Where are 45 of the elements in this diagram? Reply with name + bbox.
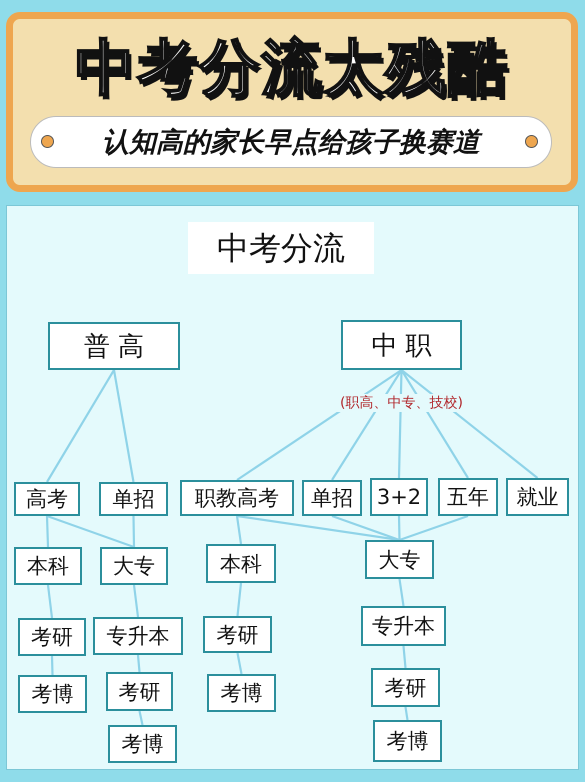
path-box: 专升本 — [93, 617, 183, 655]
connector-line — [112, 370, 135, 482]
path-box: 五年 — [438, 478, 498, 516]
connector-line — [132, 516, 136, 548]
path-box: 单招 — [99, 482, 168, 516]
connector-line — [332, 514, 400, 542]
connector-line — [136, 654, 141, 672]
category-box: 中 职 — [341, 320, 462, 370]
path-box: 考博 — [18, 675, 87, 713]
path-box: 职教高考 — [180, 480, 294, 516]
section-heading: 中考分流 — [188, 222, 374, 274]
connector-line — [404, 706, 409, 720]
connector-line — [398, 578, 405, 606]
path-box: 考研 — [106, 672, 173, 711]
path-box: 考博 — [373, 720, 442, 762]
path-box: 考研 — [18, 618, 86, 656]
connector-line — [402, 646, 407, 668]
path-box: 就业 — [506, 478, 569, 516]
path-box: 大专 — [365, 540, 434, 579]
connector-line — [46, 369, 115, 483]
path-box: 本科 — [206, 544, 276, 583]
connector-line — [236, 516, 242, 544]
connector-line — [132, 584, 140, 618]
connector-line — [46, 516, 50, 548]
path-box: 3+2 — [370, 478, 428, 516]
connector-line — [138, 710, 144, 726]
connector-line — [398, 516, 401, 540]
connector-line — [46, 514, 134, 548]
path-box: 考研 — [203, 616, 272, 653]
connector-line — [399, 514, 468, 542]
path-box: 专升本 — [361, 606, 446, 646]
category-box: 普 高 — [48, 322, 180, 370]
path-box: 考博 — [108, 725, 177, 763]
path-box: 大专 — [100, 547, 168, 585]
path-box: 单招 — [302, 480, 362, 516]
connector-line — [50, 656, 54, 676]
path-box: 考博 — [207, 674, 276, 712]
subtitle: 认知高的家长早点给孩子换赛道 — [61, 124, 521, 160]
path-box: 高考 — [14, 482, 80, 516]
path-box: 本科 — [14, 547, 82, 585]
connector-line — [46, 584, 54, 618]
path-box: 考研 — [371, 668, 440, 707]
connector-line — [236, 582, 242, 616]
headline: 中考分流太残酷 — [74, 32, 510, 105]
connector-line — [236, 652, 243, 674]
